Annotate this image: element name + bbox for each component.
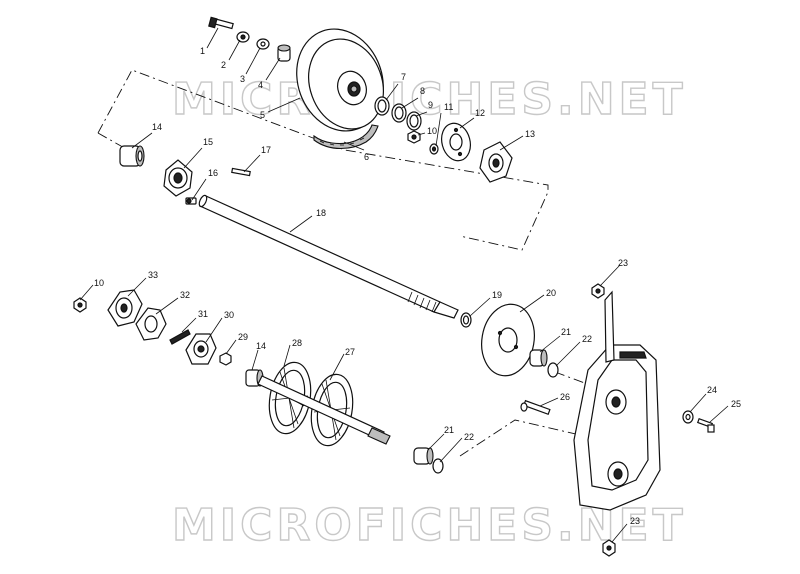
callout-12: 12	[475, 108, 485, 118]
callout-9: 9	[428, 100, 433, 110]
callout-20: 20	[546, 288, 556, 298]
callout-16: 16	[208, 168, 218, 178]
ring-part-7	[374, 96, 390, 116]
bearing-part-21-upper	[529, 349, 548, 367]
callout-22-lower: 22	[464, 432, 474, 442]
gasket-part-32	[135, 307, 167, 341]
watermark-top: MICROFICHES.NET	[172, 74, 687, 125]
chain-part-6	[313, 124, 379, 150]
assembly-dash-line-right	[554, 371, 591, 386]
callout-7: 7	[401, 72, 406, 82]
callout-26: 26	[560, 392, 570, 402]
callout-21-lower: 21	[444, 425, 454, 435]
flange-part-15	[163, 159, 193, 197]
bolt-part-16	[185, 197, 197, 205]
seal-part-22-upper	[547, 362, 559, 378]
callout-10-lower: 10	[94, 278, 104, 288]
callout-14-upper: 14	[152, 122, 162, 132]
callout-28: 28	[292, 338, 302, 348]
callout-10-upper: 10	[427, 126, 437, 136]
callout-25: 25	[731, 399, 741, 409]
callout-31: 31	[198, 309, 208, 319]
callout-13: 13	[525, 129, 535, 139]
assembly-dash-line-upper	[97, 69, 549, 251]
callout-32: 32	[180, 290, 190, 300]
ring-part-8	[391, 103, 407, 123]
key-part-17	[231, 167, 251, 177]
bushing-part-4	[277, 44, 291, 62]
washer-part-11	[429, 143, 439, 155]
callout-30: 30	[224, 310, 234, 320]
callout-19: 19	[492, 290, 502, 300]
callout-14-lower: 14	[256, 341, 266, 351]
callout-11: 11	[444, 102, 453, 112]
washer-part-3	[256, 38, 270, 50]
callout-4: 4	[258, 80, 263, 90]
callout-labels: 1 2 3 4 5 6 7 8 9 10 11 12 13 14 15 16 1…	[94, 46, 741, 526]
bearing-part-21-lower	[413, 447, 434, 465]
washer-part-2	[236, 31, 250, 43]
seal-part-22-lower	[432, 458, 444, 474]
callout-22-upper: 22	[582, 334, 592, 344]
washer-part-24	[682, 410, 694, 424]
callout-15: 15	[203, 137, 213, 147]
bearing-part-14-upper	[119, 145, 145, 167]
callout-24: 24	[707, 385, 717, 395]
callout-29: 29	[238, 332, 248, 342]
callout-33: 33	[148, 270, 158, 280]
callout-23-upper: 23	[618, 258, 628, 268]
flange-part-13	[479, 141, 513, 183]
bolt-part-1	[208, 16, 234, 30]
chaincase-part-26	[573, 290, 661, 511]
callout-2: 2	[221, 60, 226, 70]
nut-part-10-lower	[73, 297, 87, 313]
callout-27: 27	[345, 347, 355, 357]
leader-lines	[79, 27, 729, 543]
bearing-flange-part-33	[107, 289, 143, 327]
callout-21-upper: 21	[561, 327, 571, 337]
bushing-part-19	[460, 312, 472, 328]
flange-part-30	[185, 333, 217, 365]
sprocket-pulley-part-5	[296, 28, 384, 132]
callout-6: 6	[364, 152, 369, 162]
callout-3: 3	[240, 74, 245, 84]
callout-17: 17	[261, 145, 271, 155]
nut-part-10-upper	[407, 130, 421, 144]
ring-part-9	[406, 111, 422, 131]
callout-23-lower: 23	[630, 516, 640, 526]
bolt-part-26	[520, 399, 551, 416]
nut-part-23-upper	[591, 283, 605, 299]
nut-part-29	[219, 352, 232, 366]
bearing-flange-part-12	[441, 122, 471, 162]
nut-part-23-lower	[602, 539, 616, 557]
callout-18: 18	[316, 208, 326, 218]
drive-shaft-lower	[257, 375, 391, 445]
shaft-part-18	[198, 194, 459, 319]
callout-1: 1	[200, 46, 205, 56]
spring-part-31	[169, 329, 191, 345]
callout-8: 8	[420, 86, 425, 96]
bolt-part-25	[696, 417, 715, 433]
brake-disc-part-20	[481, 303, 535, 377]
assembly-dash-line-lower	[459, 419, 581, 457]
callout-5: 5	[260, 110, 265, 120]
